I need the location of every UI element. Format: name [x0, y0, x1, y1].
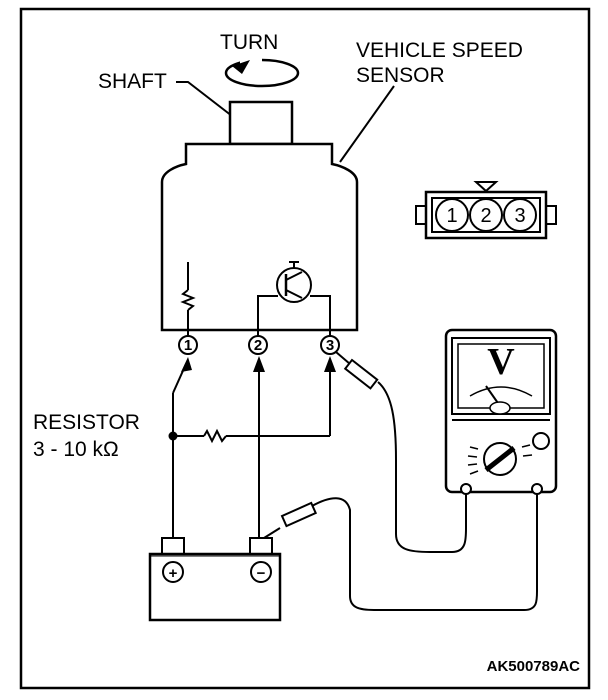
connector-face: 1 2 3: [415, 181, 557, 240]
connector-pin-3: 3: [514, 205, 525, 227]
connector-key-icon: [473, 181, 499, 193]
sensor-pin-2: 2: [248, 335, 268, 355]
shaft-leader-line: [176, 81, 233, 117]
figure-code: AK500789AC: [487, 658, 581, 675]
sensor-pin-3: 3: [320, 335, 340, 355]
svg-text:−: −: [257, 565, 266, 582]
sensor-body: [160, 142, 359, 332]
internal-resistor: [180, 262, 196, 338]
voltmeter-dial-icon[interactable]: [467, 442, 533, 476]
svg-text:+: +: [169, 565, 178, 582]
vss-label-line1: VEHICLE SPEED: [356, 39, 523, 62]
wire-pin2-battery-negative: [253, 356, 265, 540]
battery-positive-terminal-icon: +: [162, 561, 184, 583]
svg-text:2: 2: [254, 337, 262, 354]
external-resistor: [173, 356, 336, 444]
resistor-label-line2: 3 - 10 kΩ: [33, 438, 119, 461]
connector-pin-2: 2: [480, 205, 491, 227]
connector-pin-1: 1: [446, 205, 457, 227]
rotation-arrow-icon: [224, 55, 300, 88]
figure-frame: [19, 7, 591, 690]
voltmeter-knob-icon[interactable]: [532, 432, 550, 450]
voltmeter-symbol: V: [487, 341, 515, 383]
sensor-shaft: [228, 100, 294, 146]
probe-lead-battery-negative: [263, 494, 539, 611]
internal-transistor-icon: [257, 261, 331, 338]
voltmeter-terminal-right[interactable]: [531, 483, 543, 495]
svg-text:1: 1: [184, 337, 192, 354]
wire-pin1-battery-positive: [168, 357, 192, 540]
sensor-pin-1: 1: [178, 335, 198, 355]
turn-label: TURN: [220, 31, 278, 54]
resistor-label-line1: RESISTOR: [33, 411, 140, 434]
svg-text:3: 3: [326, 337, 334, 354]
vss-label-line2: SENSOR: [356, 64, 445, 87]
shaft-label: SHAFT: [98, 70, 167, 93]
voltmeter-terminal-left[interactable]: [460, 483, 472, 495]
probe-lead-pin3: [335, 351, 467, 553]
vss-leader-line: [339, 85, 395, 163]
battery: + −: [148, 537, 282, 622]
voltmeter: V: [444, 328, 558, 495]
battery-negative-terminal-icon: −: [250, 561, 272, 583]
